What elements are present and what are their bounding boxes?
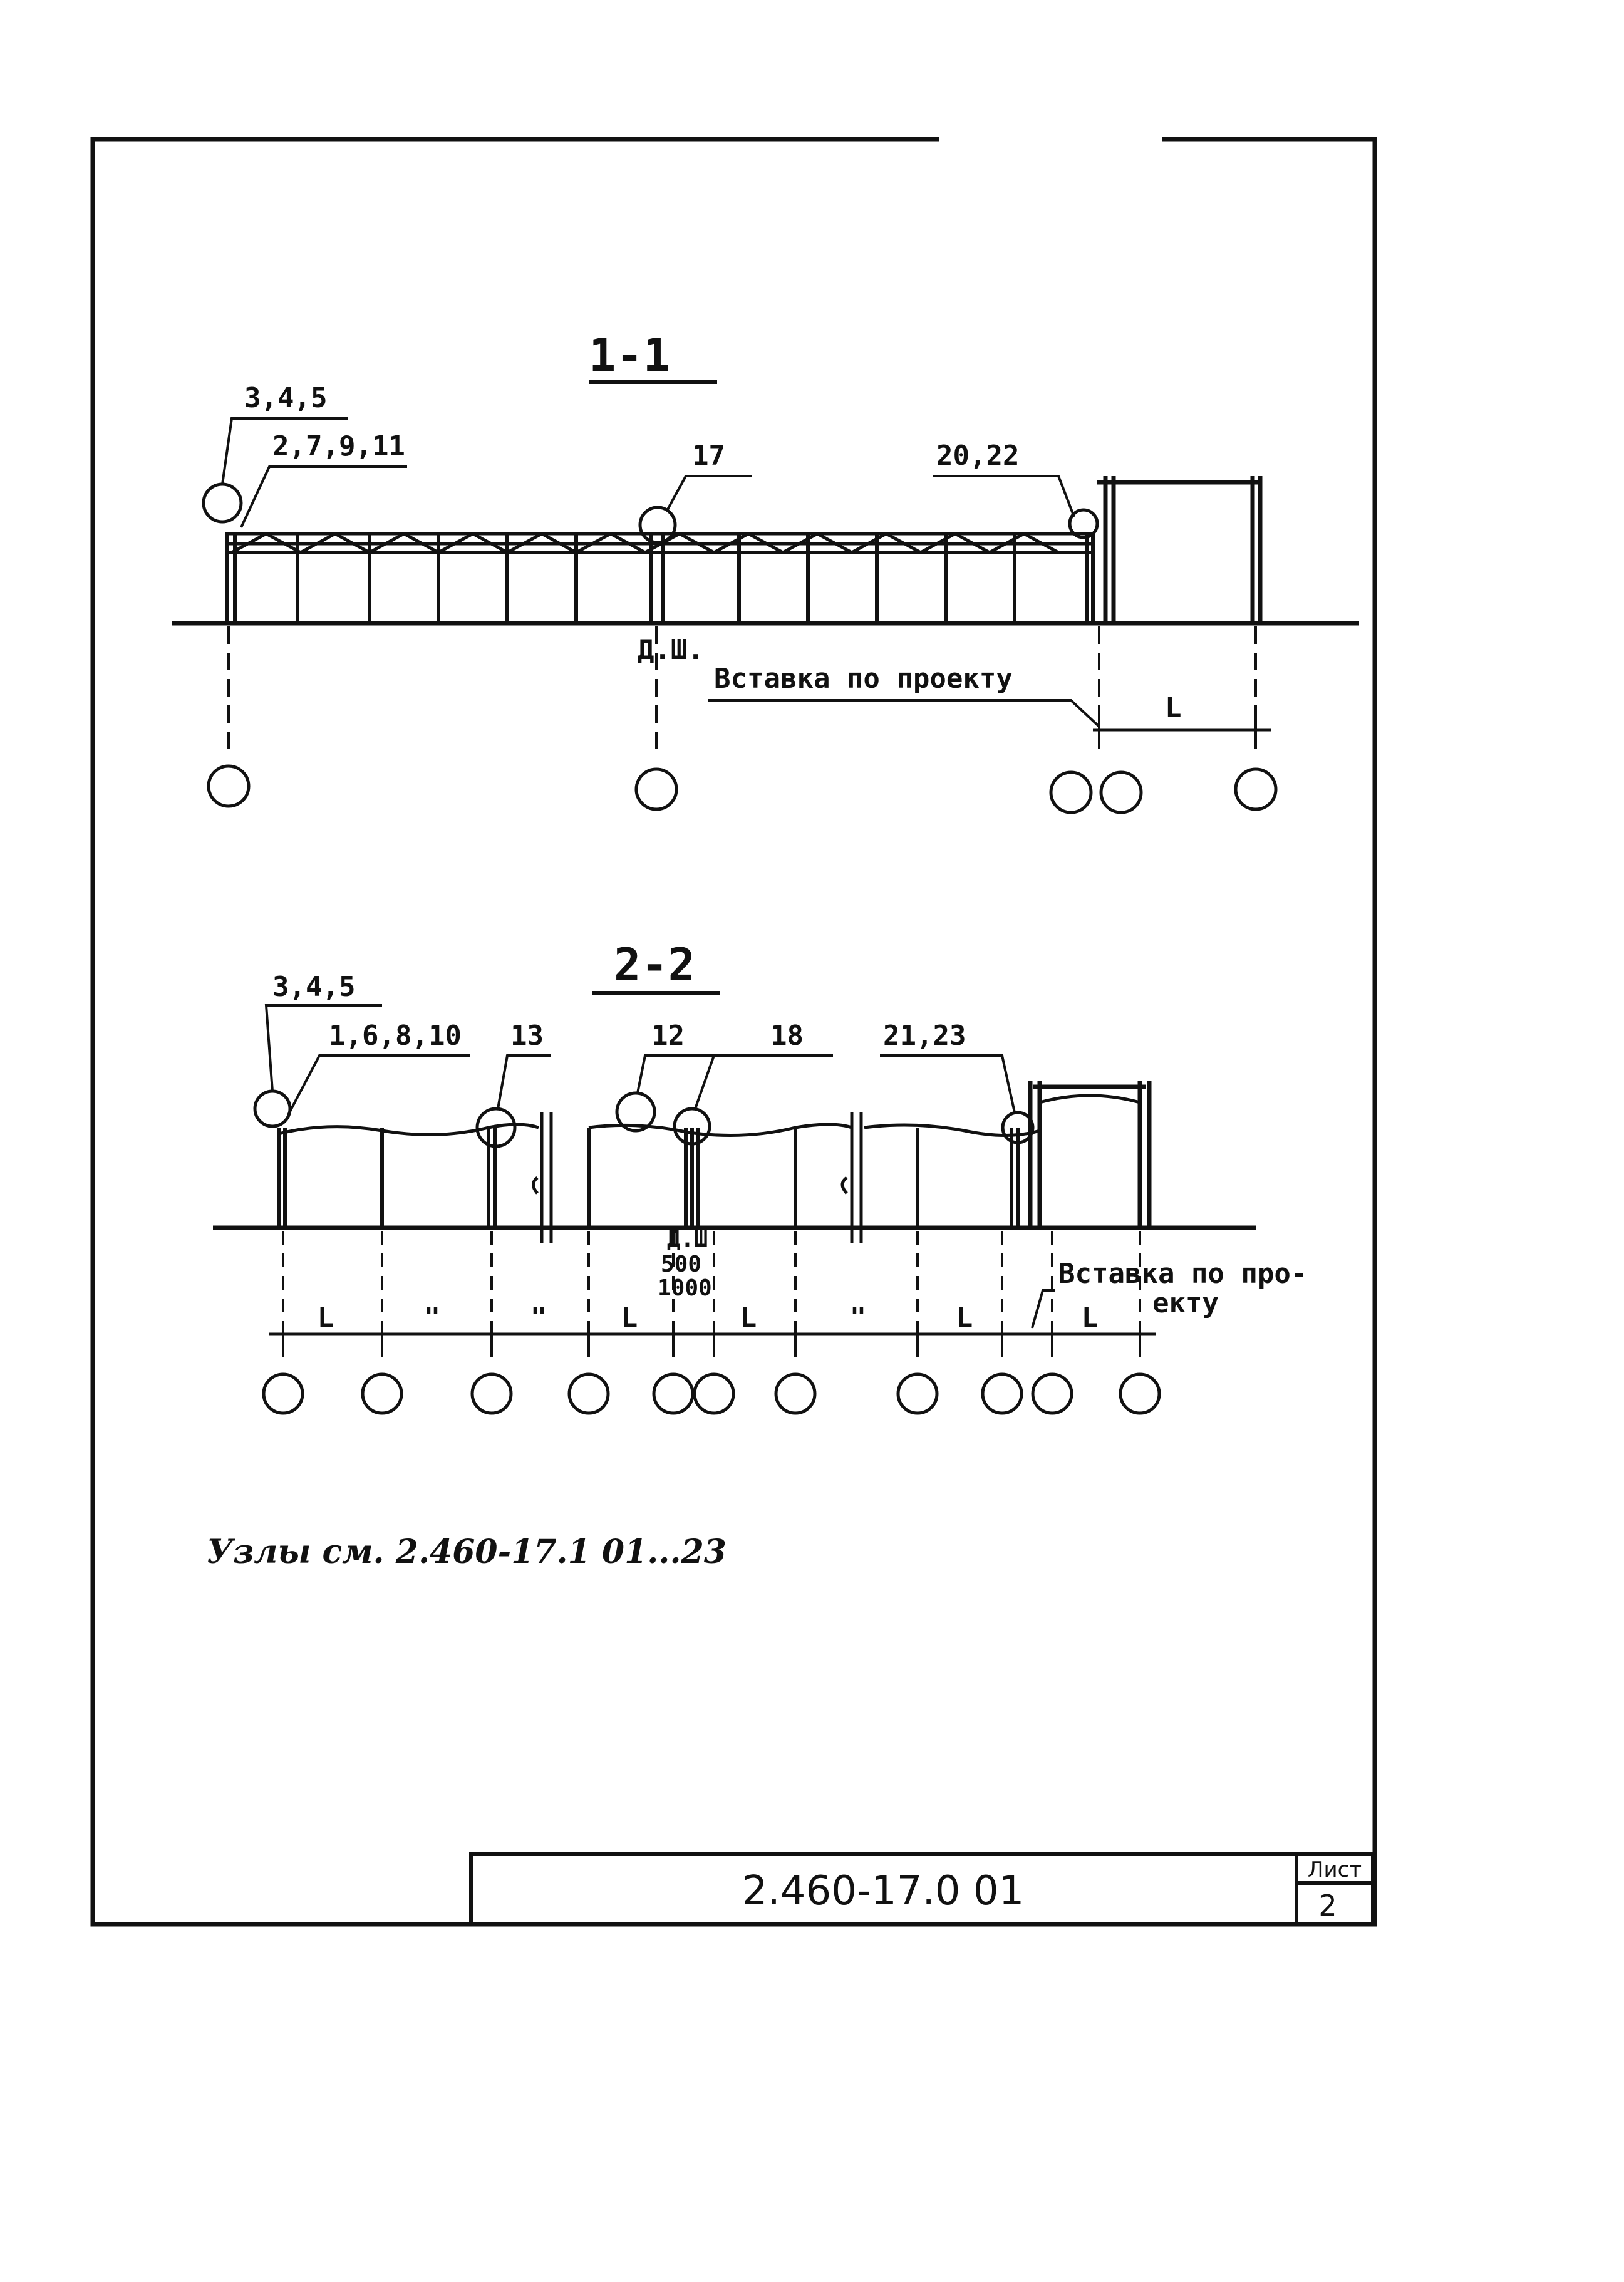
axis-marker bbox=[896, 1372, 939, 1415]
callout-leaders-1 bbox=[221, 417, 1075, 528]
span-dimension-label: L bbox=[740, 1302, 757, 1334]
callout-label: 3,4,5 bbox=[272, 971, 355, 1003]
axis-marker bbox=[652, 1372, 695, 1415]
callout-circle bbox=[1068, 508, 1099, 539]
section-1-title: 1-1 bbox=[589, 329, 670, 381]
span-dimension-label: " bbox=[424, 1302, 441, 1334]
axis-marker bbox=[774, 1372, 817, 1415]
callout-label: 21,23 bbox=[883, 1020, 966, 1052]
axis-marker bbox=[981, 1372, 1023, 1415]
callout-label: 17 bbox=[692, 440, 725, 472]
joint-value: 1000 bbox=[658, 1275, 712, 1301]
axis-marker bbox=[262, 1372, 304, 1415]
callout-circles-2 bbox=[253, 1089, 1035, 1148]
axis-marker bbox=[1031, 1372, 1073, 1415]
annex-building-1 bbox=[1097, 476, 1263, 623]
axis-marker bbox=[1119, 1372, 1161, 1415]
span-dimension-label: L bbox=[621, 1302, 638, 1334]
roof-profile-2 bbox=[278, 1123, 1040, 1137]
insert-label-line2: екту bbox=[1152, 1287, 1219, 1319]
callout-label: 1,6,8,10 bbox=[329, 1020, 462, 1052]
callout-leaders-2 bbox=[264, 1004, 1016, 1116]
callout-label: 12 bbox=[651, 1020, 685, 1052]
section-2-title: 2-2 bbox=[614, 938, 695, 991]
axis-marker bbox=[693, 1372, 735, 1415]
insert-label: Вставка по проекту bbox=[714, 663, 1013, 695]
expansion-joint-label: Д.Ш. bbox=[638, 634, 704, 666]
callout-circle bbox=[638, 506, 677, 544]
sheet-label: Лист bbox=[1308, 1857, 1362, 1882]
section-2-2: 2-2 bbox=[213, 938, 1307, 1415]
nodes-reference-note: Узлы см. 2.460-17.1 01...23 bbox=[207, 1533, 727, 1571]
axis-markers-1 bbox=[207, 764, 1278, 814]
span-dimension-label: L bbox=[956, 1302, 973, 1334]
axis-markers-2 bbox=[262, 1372, 1161, 1415]
sheet-number: 2 bbox=[1318, 1889, 1337, 1922]
axis-marker bbox=[470, 1372, 513, 1415]
drawing-code: 2.460-17.0 01 bbox=[742, 1868, 1025, 1914]
joint-value: 500 bbox=[661, 1252, 701, 1277]
span-dimension-label: L bbox=[1082, 1302, 1099, 1334]
callout-label: 20,22 bbox=[936, 440, 1019, 472]
axis-marker bbox=[567, 1372, 610, 1415]
columns-section-2 bbox=[277, 1128, 1020, 1228]
title-block bbox=[469, 1852, 1375, 1926]
callout-label: 2,7,9,11 bbox=[272, 430, 405, 462]
callout-label: 13 bbox=[510, 1020, 544, 1052]
callout-label: 18 bbox=[770, 1020, 804, 1052]
columns-section-1 bbox=[225, 534, 1095, 623]
annex-building-2 bbox=[1028, 1081, 1152, 1228]
axis-marker bbox=[361, 1372, 403, 1415]
span-dimension-label: L bbox=[318, 1302, 334, 1334]
callout-circle bbox=[202, 482, 243, 524]
callout-label: 3,4,5 bbox=[244, 382, 327, 414]
break-marks-2 bbox=[532, 1112, 863, 1243]
insert-label-line1: Вставка по про- bbox=[1058, 1258, 1307, 1290]
span-dimension-label: " bbox=[850, 1302, 867, 1334]
section-1-1: 1-1 3,4,5 bbox=[172, 329, 1359, 814]
span-dimension-label: L bbox=[1165, 692, 1182, 724]
span-dimension-label: " bbox=[530, 1302, 547, 1334]
